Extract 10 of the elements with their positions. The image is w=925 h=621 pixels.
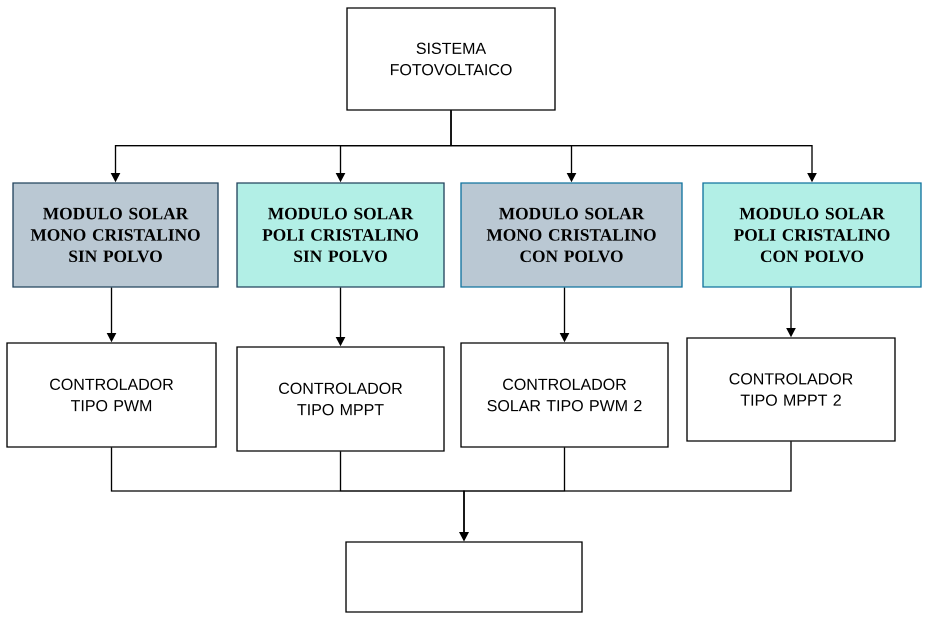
module-box: MODULO SOLAR MONO CRISTALINO CON POLVO [460,182,683,288]
process-box: CONTROLADOR TIPO PWM [6,342,217,448]
empty-box [345,541,583,613]
process-box: CONTROLADOR TIPO MPPT 2 [686,337,896,442]
process-box: SISTEMA FOTOVOLTAICO [346,7,556,111]
module-box: MODULO SOLAR POLI CRISTALINO CON POLVO [702,182,922,288]
module-box: MODULO SOLAR POLI CRISTALINO SIN POLVO [236,182,445,288]
process-box: CONTROLADOR SOLAR TIPO PWM 2 [460,342,669,448]
process-box: CONTROLADOR TIPO MPPT [236,346,445,452]
module-box: MODULO SOLAR MONO CRISTALINO SIN POLVO [12,182,219,288]
